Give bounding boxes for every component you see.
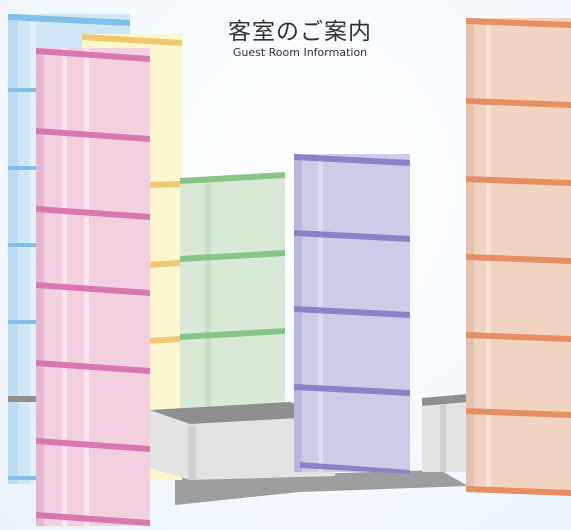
page-subtitle: Guest Room Information <box>232 46 368 59</box>
page-title: 客室のご案内 <box>228 19 372 45</box>
tower-orange <box>466 18 571 496</box>
tower-pink <box>36 48 150 526</box>
podium-gray <box>8 396 335 480</box>
tower-purple <box>294 154 410 474</box>
title-block: 客室のご案内 Guest Room Information <box>180 18 420 60</box>
annex-gray <box>422 394 468 472</box>
ground-shadow <box>175 470 468 505</box>
tower-green <box>180 172 285 410</box>
